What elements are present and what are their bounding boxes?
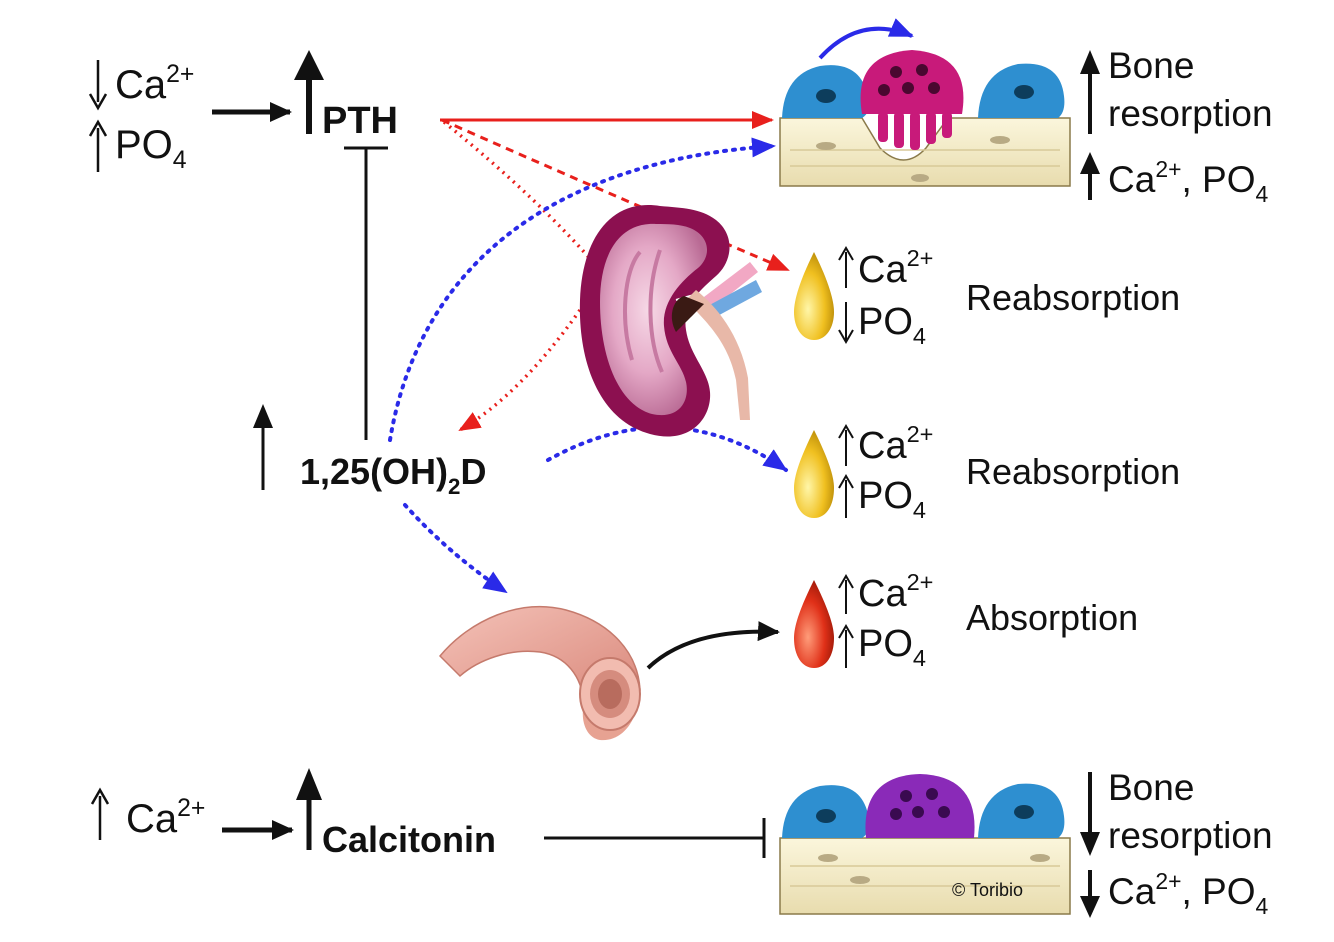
calcitonin-inhibits-bone-line <box>544 818 766 858</box>
intestine-to-absorption-arrow <box>646 621 780 670</box>
kidney-illustration <box>579 205 762 437</box>
svg-text:Ca2+: Ca2+ <box>858 245 933 291</box>
vitd-suffix: D <box>460 451 486 492</box>
vitd-to-intestine-arrow <box>403 503 508 594</box>
ca-symbol: Ca <box>115 63 167 107</box>
calcitonin-stimulus-ca: Ca <box>126 797 178 841</box>
bone-bottom-ions-arrow-icon <box>1080 870 1100 918</box>
bone-bottom-ions-charge: 2+ <box>1155 868 1181 894</box>
svg-text:1,25(OH)2D: 1,25(OH)2D <box>300 451 486 499</box>
bone-top-label-line1: Bone <box>1108 45 1194 86</box>
ca-charge: 2+ <box>166 61 194 88</box>
svg-text:Ca2+: Ca2+ <box>115 61 194 107</box>
svg-text:PO4: PO4 <box>858 475 926 523</box>
po4-symbol: PO <box>115 123 173 167</box>
arrow-down-icon <box>838 302 854 344</box>
kidney-pth-po: PO <box>858 301 913 343</box>
svg-text:Ca2+, PO4: Ca2+, PO4 <box>1108 868 1269 919</box>
bone-bottom-ions-po: , PO <box>1181 871 1255 912</box>
kidney-pth-po-sub: 4 <box>913 323 926 349</box>
stimulus-high-ca: Ca2+ <box>90 787 205 841</box>
svg-text:PO4: PO4 <box>858 623 926 671</box>
arrow-up-icon <box>838 424 854 466</box>
kidney-vitd-po-sub: 4 <box>913 497 926 523</box>
arrow-up-icon <box>838 474 854 518</box>
bone-top-label-line2: resorption <box>1108 93 1273 134</box>
drop-icon-intestine <box>794 580 834 668</box>
svg-text:Ca2+, PO4: Ca2+, PO4 <box>1108 156 1269 207</box>
bone-bottom-ions-ca: Ca <box>1108 871 1156 912</box>
osteoblast-to-osteoclast-signal-arrow <box>818 18 914 60</box>
intestine-ions: Ca2+ PO4 <box>838 569 933 671</box>
pth-to-kidney-dotted-arrow <box>442 120 602 272</box>
bone-bottom-label-line2: resorption <box>1108 815 1273 856</box>
copyright-label: © Toribio <box>952 880 1023 900</box>
svg-text:Ca2+: Ca2+ <box>126 795 205 841</box>
po4-subscript: 4 <box>173 147 187 174</box>
calcitonin-stimulus-ca-charge: 2+ <box>177 795 205 822</box>
svg-text:PO4: PO4 <box>115 123 187 174</box>
kidney-vitd-ca: Ca <box>858 425 907 467</box>
bone-bottom-label-line1: Bone <box>1108 767 1194 808</box>
bone-top-ions-ca: Ca <box>1108 159 1156 200</box>
bone-top-illustration <box>779 50 1071 187</box>
intestine-po: PO <box>858 623 913 665</box>
kidney-to-vitd-arrow <box>458 308 582 432</box>
intestine-ca: Ca <box>858 573 907 615</box>
vitd-inhibits-pth-line <box>344 146 388 440</box>
vitd-increase-arrow-icon <box>253 404 273 490</box>
kidney-vitd-reabsorption-label: Reabsorption <box>966 451 1180 492</box>
drop-icon-kidney-vitd <box>794 430 834 518</box>
arrow-up-icon <box>90 787 110 840</box>
svg-text:Ca2+: Ca2+ <box>858 421 933 467</box>
bone-top-ions-arrow-icon <box>1080 152 1100 200</box>
bone-top-ions-sub: 4 <box>1256 181 1269 207</box>
arrow-down-icon <box>88 60 108 111</box>
bone-top-ions-charge: 2+ <box>1155 156 1181 182</box>
kidney-pth-ca: Ca <box>858 249 907 291</box>
bone-bottom-ions-sub: 4 <box>1256 893 1269 919</box>
bone-top-increase-arrow-icon <box>1080 50 1100 134</box>
bone-top-ions-po: , PO <box>1181 159 1255 200</box>
intestine-po-sub: 4 <box>913 645 926 671</box>
svg-text:PO4: PO4 <box>858 301 926 349</box>
svg-text:Ca2+: Ca2+ <box>858 569 933 615</box>
arrow-up-icon <box>88 119 108 172</box>
calcitonin-label: Calcitonin <box>322 819 496 860</box>
kidney-vitd-po: PO <box>858 475 913 517</box>
stimulus-low-ca-high-po4: Ca2+ PO4 <box>88 60 194 174</box>
pth-to-kidney-reabsorption-arrow <box>441 118 790 272</box>
kidney-vitd-ions: Ca2+ PO4 <box>838 421 933 523</box>
kidney-pth-ca-charge: 2+ <box>907 245 934 271</box>
intestine-absorption-label: Absorption <box>966 597 1138 638</box>
drop-icon-kidney-pth <box>794 252 834 340</box>
arrow-up-icon <box>838 624 854 668</box>
pth-increase-arrow-icon <box>294 50 324 134</box>
kidney-pth-reabsorption-label: Reabsorption <box>966 277 1180 318</box>
kidney-pth-ions: Ca2+ PO4 <box>838 245 933 349</box>
bone-bottom-illustration <box>779 774 1071 915</box>
kidney-vitd-ca-charge: 2+ <box>907 421 934 447</box>
intestine-illustration <box>438 606 641 741</box>
calcitonin-increase-arrow-icon <box>296 768 322 850</box>
pth-label: PTH <box>322 100 398 142</box>
bone-bottom-decrease-arrow-icon <box>1080 772 1100 856</box>
vitd-subscript: 2 <box>448 474 460 499</box>
arrow-up-icon <box>838 574 854 614</box>
intestine-ca-charge: 2+ <box>907 569 934 595</box>
vitd-to-bone-arrow <box>388 137 776 442</box>
arrow-up-icon <box>838 246 854 288</box>
vitd-label: 1,25(OH) <box>300 451 448 492</box>
